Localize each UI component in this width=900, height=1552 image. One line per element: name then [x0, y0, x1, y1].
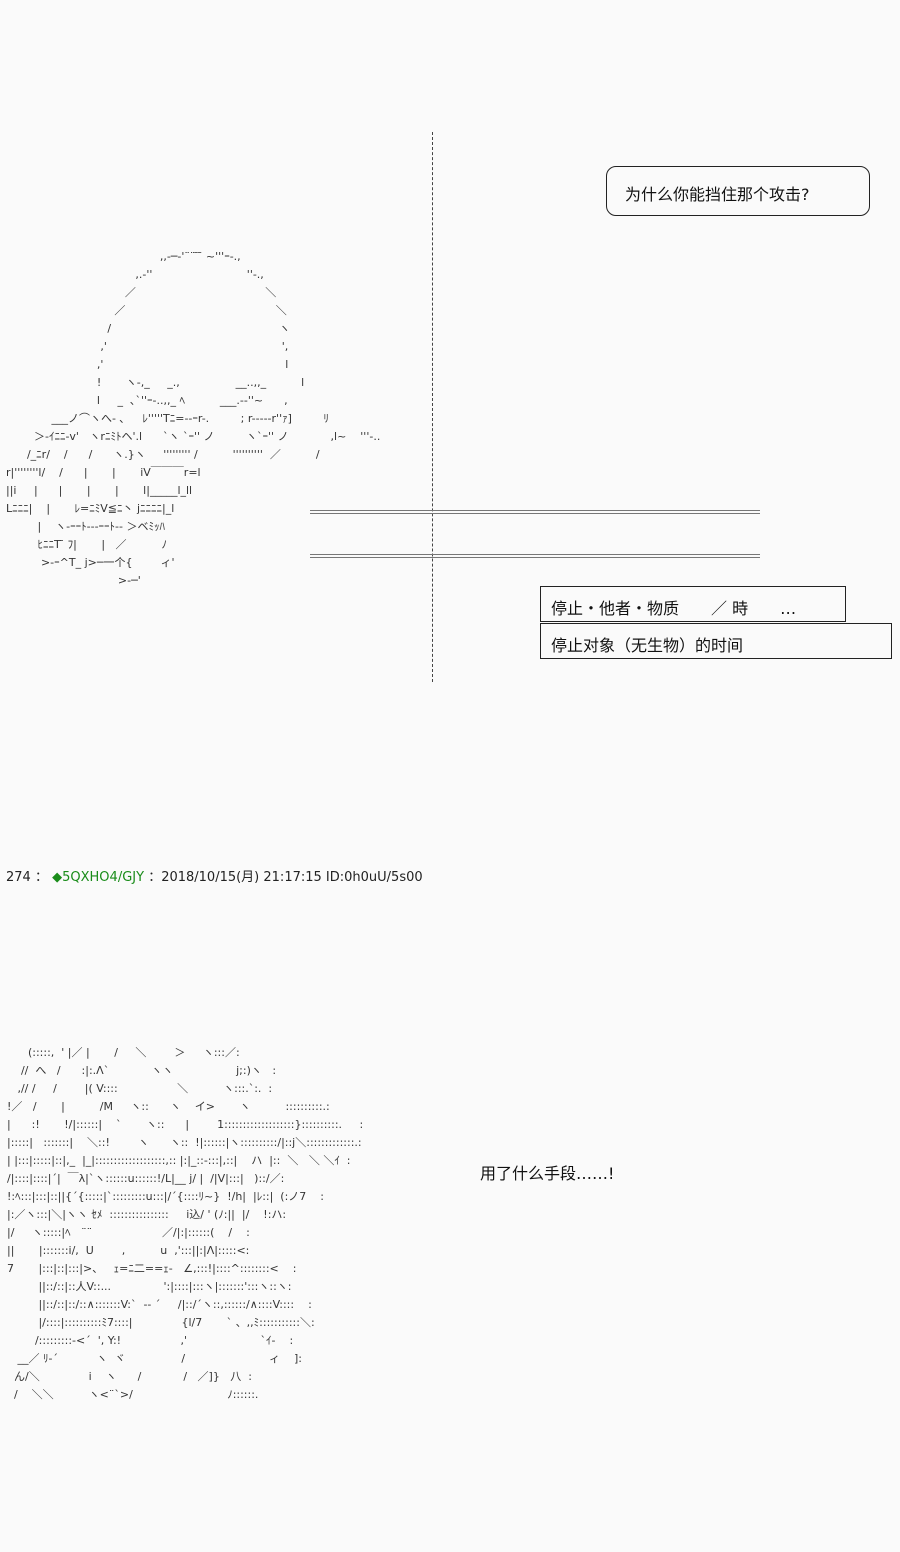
ascii-art-character-bottom: (:::::, ' |／ | / ＼ ＞ ヽ:::／: // へ / :|:.Λ… [6, 1046, 364, 1401]
speech-bubble: 为什么你能挡住那个攻击? [606, 166, 870, 216]
post-number: 274 [6, 870, 31, 885]
speech-text: 用了什么手段……! [480, 1164, 615, 1183]
sword-blade-bottom [310, 554, 760, 558]
post-date-id: ：2018/10/15(月) 21:17:15 ID:0h0uU/5s00 [148, 870, 423, 885]
diamond-icon: ◆ [52, 870, 63, 885]
crosshair-vertical-line [432, 132, 433, 682]
sword-blade-top [310, 510, 760, 514]
caption-text-2: 停止对象（无生物）的时间 [551, 636, 744, 655]
post-tripcode[interactable]: 5QXHO4/GJY [62, 870, 145, 885]
ascii-art-character-top: ,,-─‐'¨¨ ̄ ̄ ~'''ｰ-., ,.-'' ''-., ／ ＼ [6, 250, 381, 587]
speech-bubble-text: 为什么你能挡住那个攻击? [625, 185, 810, 204]
caption-box-1: 停止・他者・物质 ／ 時 … [540, 586, 846, 622]
caption-box-2: 停止对象（无生物）的时间 [540, 623, 892, 659]
post-header: 274 ： ◆5QXHO4/GJY ：2018/10/15(月) 21:17:1… [6, 866, 423, 885]
caption-text-1: 停止・他者・物质 ／ 時 … [551, 599, 797, 618]
post-separator: ： [34, 870, 48, 885]
